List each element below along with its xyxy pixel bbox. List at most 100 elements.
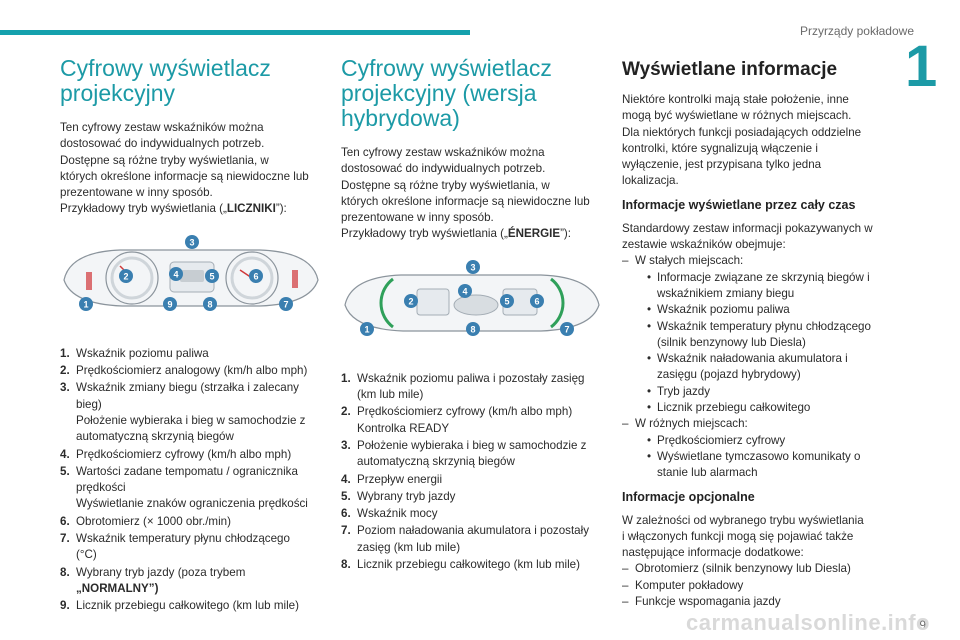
legend-item: 2.Prędkościomierz cyfrowy (km/h albo mph… <box>341 404 606 437</box>
callout-badge-6: 6 <box>249 268 263 283</box>
legend-text: Położenie wybieraka i bieg w samochodzie… <box>357 438 587 452</box>
legend-text: Kontrolka READY <box>357 421 450 435</box>
svg-text:5: 5 <box>209 271 214 281</box>
legend-text: Wyświetlanie znaków ograniczenia prędkoś… <box>76 497 308 511</box>
bullet-marker: • <box>647 303 652 317</box>
legend-number: 5. <box>341 489 351 503</box>
legend-text: Licznik przebiegu całkowitego (km lub mi… <box>357 558 580 572</box>
bullet-marker: • <box>647 270 652 284</box>
legend-text: Przepływ energii <box>357 472 443 486</box>
callout-badge-7: 7 <box>279 296 293 311</box>
text-line: Niektóre kontrolki mają stałe położenie,… <box>622 93 849 106</box>
example-mode: LICZNIKI <box>226 202 276 216</box>
legend-text: Wartości zadane tempomatu / ogranicznika <box>76 464 298 478</box>
svg-text:7: 7 <box>564 324 569 334</box>
callout-badge-4: 4 <box>169 266 183 281</box>
example-prefix: Przykładowy tryb wyświetlania („ <box>60 202 227 216</box>
optional-paragraph: W zależności od wybranego trybu wyświetl… <box>622 513 888 562</box>
callout-badge-3: 3 <box>466 259 480 274</box>
callout-badge-6: 6 <box>530 293 544 308</box>
bullet-text: (silnik benzynowy lub Diesla) <box>657 335 806 349</box>
svg-text:5: 5 <box>504 296 509 306</box>
column-hybrid-display: Cyfrowy wyświetlacz projekcyjny (wersja … <box>341 56 606 574</box>
legend-number: 8. <box>60 565 70 579</box>
legend-number: 2. <box>341 405 351 419</box>
legend-item: 4. Przepływ energii <box>341 472 606 488</box>
text-line: Dla niektórych funkcji posiadających odd… <box>622 125 862 139</box>
callout-badge-7: 7 <box>560 321 574 336</box>
svg-text:9: 9 <box>167 299 172 309</box>
callout-badge-5: 5 <box>205 268 219 283</box>
legend-item: 7.Wskaźnik temperatury płynu chłodzącego… <box>60 531 322 564</box>
svg-text:3: 3 <box>470 262 475 272</box>
legend-item: 5.Wartości zadane tempomatu / ograniczni… <box>60 464 322 513</box>
text-line: wyłączenie, jest przypisana tylko jedna <box>622 158 822 172</box>
legend-number: 6. <box>341 507 351 521</box>
bullet-item: • Informacje związane ze skrzynią biegów … <box>647 270 888 303</box>
legend-text: Wybrany tryb jazdy <box>357 489 456 503</box>
heading-line: hybrydowa) <box>341 105 460 131</box>
variable-location-label: W różnych miejscach: <box>635 417 748 431</box>
bullet-item: •Wskaźnik temperatury płynu chłodzącego(… <box>647 319 888 352</box>
dash-marker: – <box>622 417 629 431</box>
legend-item: 5. Wybrany tryb jazdy <box>341 489 606 505</box>
callout-badge-3: 3 <box>185 234 199 249</box>
svg-text:6: 6 <box>534 296 539 306</box>
legend-number: 6. <box>60 514 70 528</box>
legend-item: 1. Wskaźnik poziomu paliwa <box>60 346 322 362</box>
text-line: dostosować do indywidualnych potrzeb. <box>60 137 265 151</box>
optional-item: –Komputer pokładowy <box>622 578 888 594</box>
legend-text: „NORMALNY”) <box>76 581 159 595</box>
example-mode-line: Przykładowy tryb wyświetlania („LICZNIKI… <box>60 201 322 217</box>
always-shown-paragraph: Standardowy zestaw informacji pokazywany… <box>622 221 888 254</box>
legend-text: Wskaźnik poziomu paliwa i pozostały zasi… <box>357 371 585 385</box>
subheading-always-shown: Informacje wyświetlane przez cały czas <box>622 197 856 212</box>
legend-text: Poziom naładowania akumulatora i pozosta… <box>357 524 590 538</box>
dash-marker: – <box>622 562 629 576</box>
text-line: W zależności od wybranego trybu wyświetl… <box>622 513 864 527</box>
text-line: prezentowane w inny sposób. <box>60 186 213 200</box>
legend-text: (km lub mile) <box>357 388 424 402</box>
example-suffix: ”): <box>560 227 572 241</box>
callout-badge-4: 4 <box>458 283 472 298</box>
legend-number: 4. <box>60 447 70 461</box>
optional-item-text: Funkcje wspomagania jazdy <box>635 595 781 609</box>
section-heading: Cyfrowy wyświetlacz projekcyjny (wersja … <box>341 56 606 131</box>
legend-item: 4.Prędkościomierz cyfrowy (km/h albo mph… <box>60 447 322 463</box>
svg-text:2: 2 <box>408 296 413 306</box>
variable-items-list: •Prędkościomierz cyfrowy •Wyświetlane ty… <box>635 433 888 482</box>
legend-item: 6.Obrotomierz (× 1000 obr./min) <box>60 514 322 530</box>
bullet-marker: • <box>647 384 652 398</box>
bullet-text: Wskaźnik temperatury płynu chłodzącego <box>657 319 871 333</box>
text-line: prezentowane w inny sposób. <box>341 211 494 225</box>
legend-item: 9.Licznik przebiegu całkowitego (km lub … <box>60 598 322 614</box>
dash-marker: – <box>622 254 629 268</box>
legend-item: 8.Wybrany tryb jazdy (poza trybem„NORMAL… <box>60 565 322 598</box>
heading-line: projekcyjny (wersja <box>341 80 537 106</box>
legend-list: 1.Wskaźnik poziomu paliwa i pozostały za… <box>341 371 606 574</box>
legend-number: 2. <box>60 364 70 378</box>
legend-text: bieg) <box>76 397 102 411</box>
bullet-marker: • <box>647 449 652 463</box>
legend-number: 3. <box>341 438 351 452</box>
intro-paragraph: Ten cyfrowy zestaw wskaźników można dost… <box>341 145 606 243</box>
legend-number: 1. <box>60 346 70 360</box>
text-line: Ten cyfrowy zestaw wskaźników można <box>60 121 264 134</box>
optional-item: –Obrotomierz (silnik benzynowy lub Diesl… <box>622 561 888 577</box>
bullet-text: zasięgu (pojazd hybrydowy) <box>657 368 801 382</box>
legend-number: 4. <box>341 472 351 486</box>
example-prefix: Przykładowy tryb wyświetlania („ <box>341 227 508 241</box>
legend-item: 2.Prędkościomierz analogowy (km/h albo m… <box>60 363 322 379</box>
svg-text:3: 3 <box>189 237 194 247</box>
callout-badge-9: 9 <box>163 296 177 311</box>
svg-text:1: 1 <box>83 299 88 309</box>
bullet-text: wskaźnikiem zmiany biegu <box>657 286 795 300</box>
legend-list: 1. Wskaźnik poziomu paliwa 2.Prędkościomi… <box>60 346 322 615</box>
bullet-marker: • <box>647 401 652 415</box>
bullet-text: Informacje związane ze skrzynią biegów i <box>657 270 870 284</box>
legend-text: Wskaźnik poziomu paliwa <box>76 346 209 360</box>
legend-number: 8. <box>341 558 351 572</box>
legend-text: automatyczną skrzynią biegów <box>357 455 515 469</box>
legend-item: 1.Wskaźnik poziomu paliwa i pozostały za… <box>341 371 606 404</box>
